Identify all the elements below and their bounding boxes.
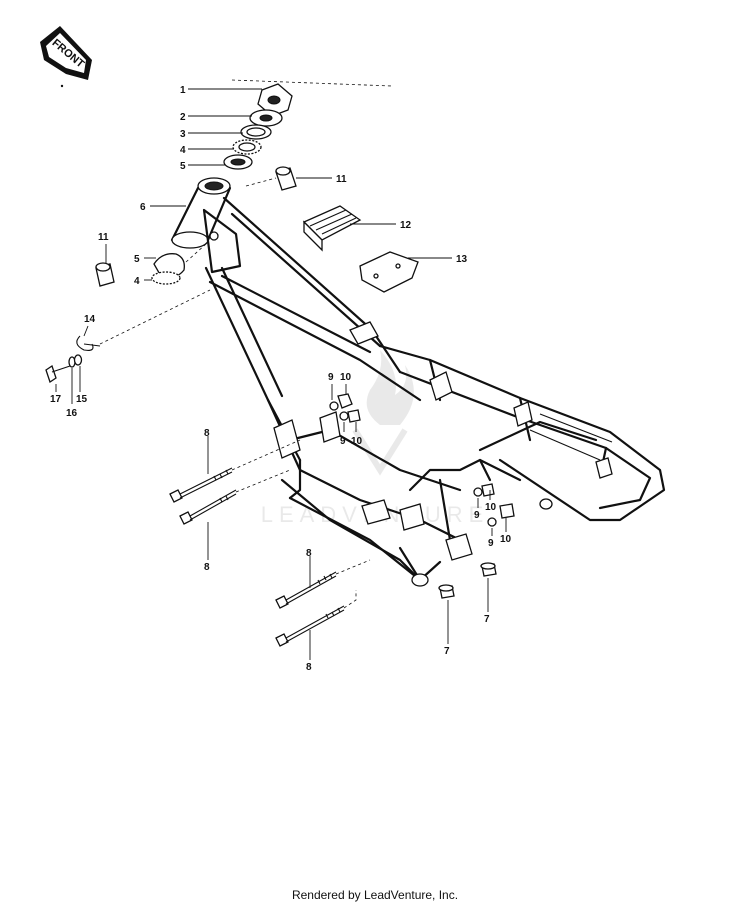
bolts-8 (169, 467, 345, 647)
leader-14 (83, 325, 89, 337)
part-1-nut (257, 83, 293, 117)
steering-stack (223, 83, 293, 170)
callout-1: 1 (180, 85, 186, 96)
part-2-washer (249, 109, 283, 127)
nuts-washers (329, 393, 515, 527)
callout-3: 3 (180, 129, 186, 140)
callout-12: 12 (400, 220, 412, 231)
callout-9b: 9 (340, 436, 346, 447)
front-arrow-badge: FRONT (40, 26, 92, 88)
callout-9d: 9 (488, 538, 494, 549)
callout-8d: 8 (306, 662, 312, 673)
callout-14: 14 (84, 314, 96, 325)
callout-16: 16 (66, 408, 78, 419)
callout-10c: 10 (485, 502, 497, 513)
callout-8a: 8 (204, 428, 210, 439)
footer-credit: Rendered by LeadVenture, Inc. (291, 888, 459, 902)
dash-clip (99, 289, 211, 345)
callout-10d: 10 (500, 534, 512, 545)
callout-11-upper: 11 (336, 174, 347, 185)
part-12-rectifier (302, 205, 362, 252)
motorcycle-frame (170, 177, 666, 587)
part-3-race (240, 124, 272, 140)
part-13-plate (359, 251, 419, 293)
callout-2: 2 (180, 112, 186, 123)
part-5-cone (223, 154, 253, 170)
callout-5: 5 (180, 161, 186, 172)
callout-8c: 8 (306, 548, 312, 559)
part-11-bushing-lower (95, 262, 115, 287)
part-5-4-lower-bearing (151, 253, 185, 285)
callout-7b: 7 (444, 646, 450, 657)
callout-labels: 1 2 3 4 5 6 11 11 12 13 5 4 14 17 16 15 … (50, 85, 512, 673)
callout-8b: 8 (204, 562, 210, 573)
part-11-bushing-upper (275, 166, 297, 191)
callout-9a: 9 (328, 372, 334, 383)
callout-6: 6 (140, 202, 146, 213)
part-4-bearing (232, 139, 262, 155)
parts-14-17-clip-bolt (45, 335, 101, 384)
caps-7 (438, 562, 497, 599)
callout-9c: 9 (474, 510, 480, 521)
callout-15: 15 (76, 394, 88, 405)
callout-4-lower: 4 (134, 276, 140, 287)
callout-13: 13 (456, 254, 468, 265)
callout-5-lower: 5 (134, 254, 140, 265)
callout-10b: 10 (351, 436, 363, 447)
callout-4: 4 (180, 145, 186, 156)
dash-lower-bearing (185, 243, 207, 263)
callout-10a: 10 (340, 372, 352, 383)
dash-bolts (231, 439, 371, 609)
axis-line-top (231, 79, 393, 87)
callout-7a: 7 (484, 614, 490, 625)
dash-11-upper (245, 177, 277, 187)
callout-11-lower: 11 (98, 232, 109, 243)
callout-17: 17 (50, 394, 62, 405)
